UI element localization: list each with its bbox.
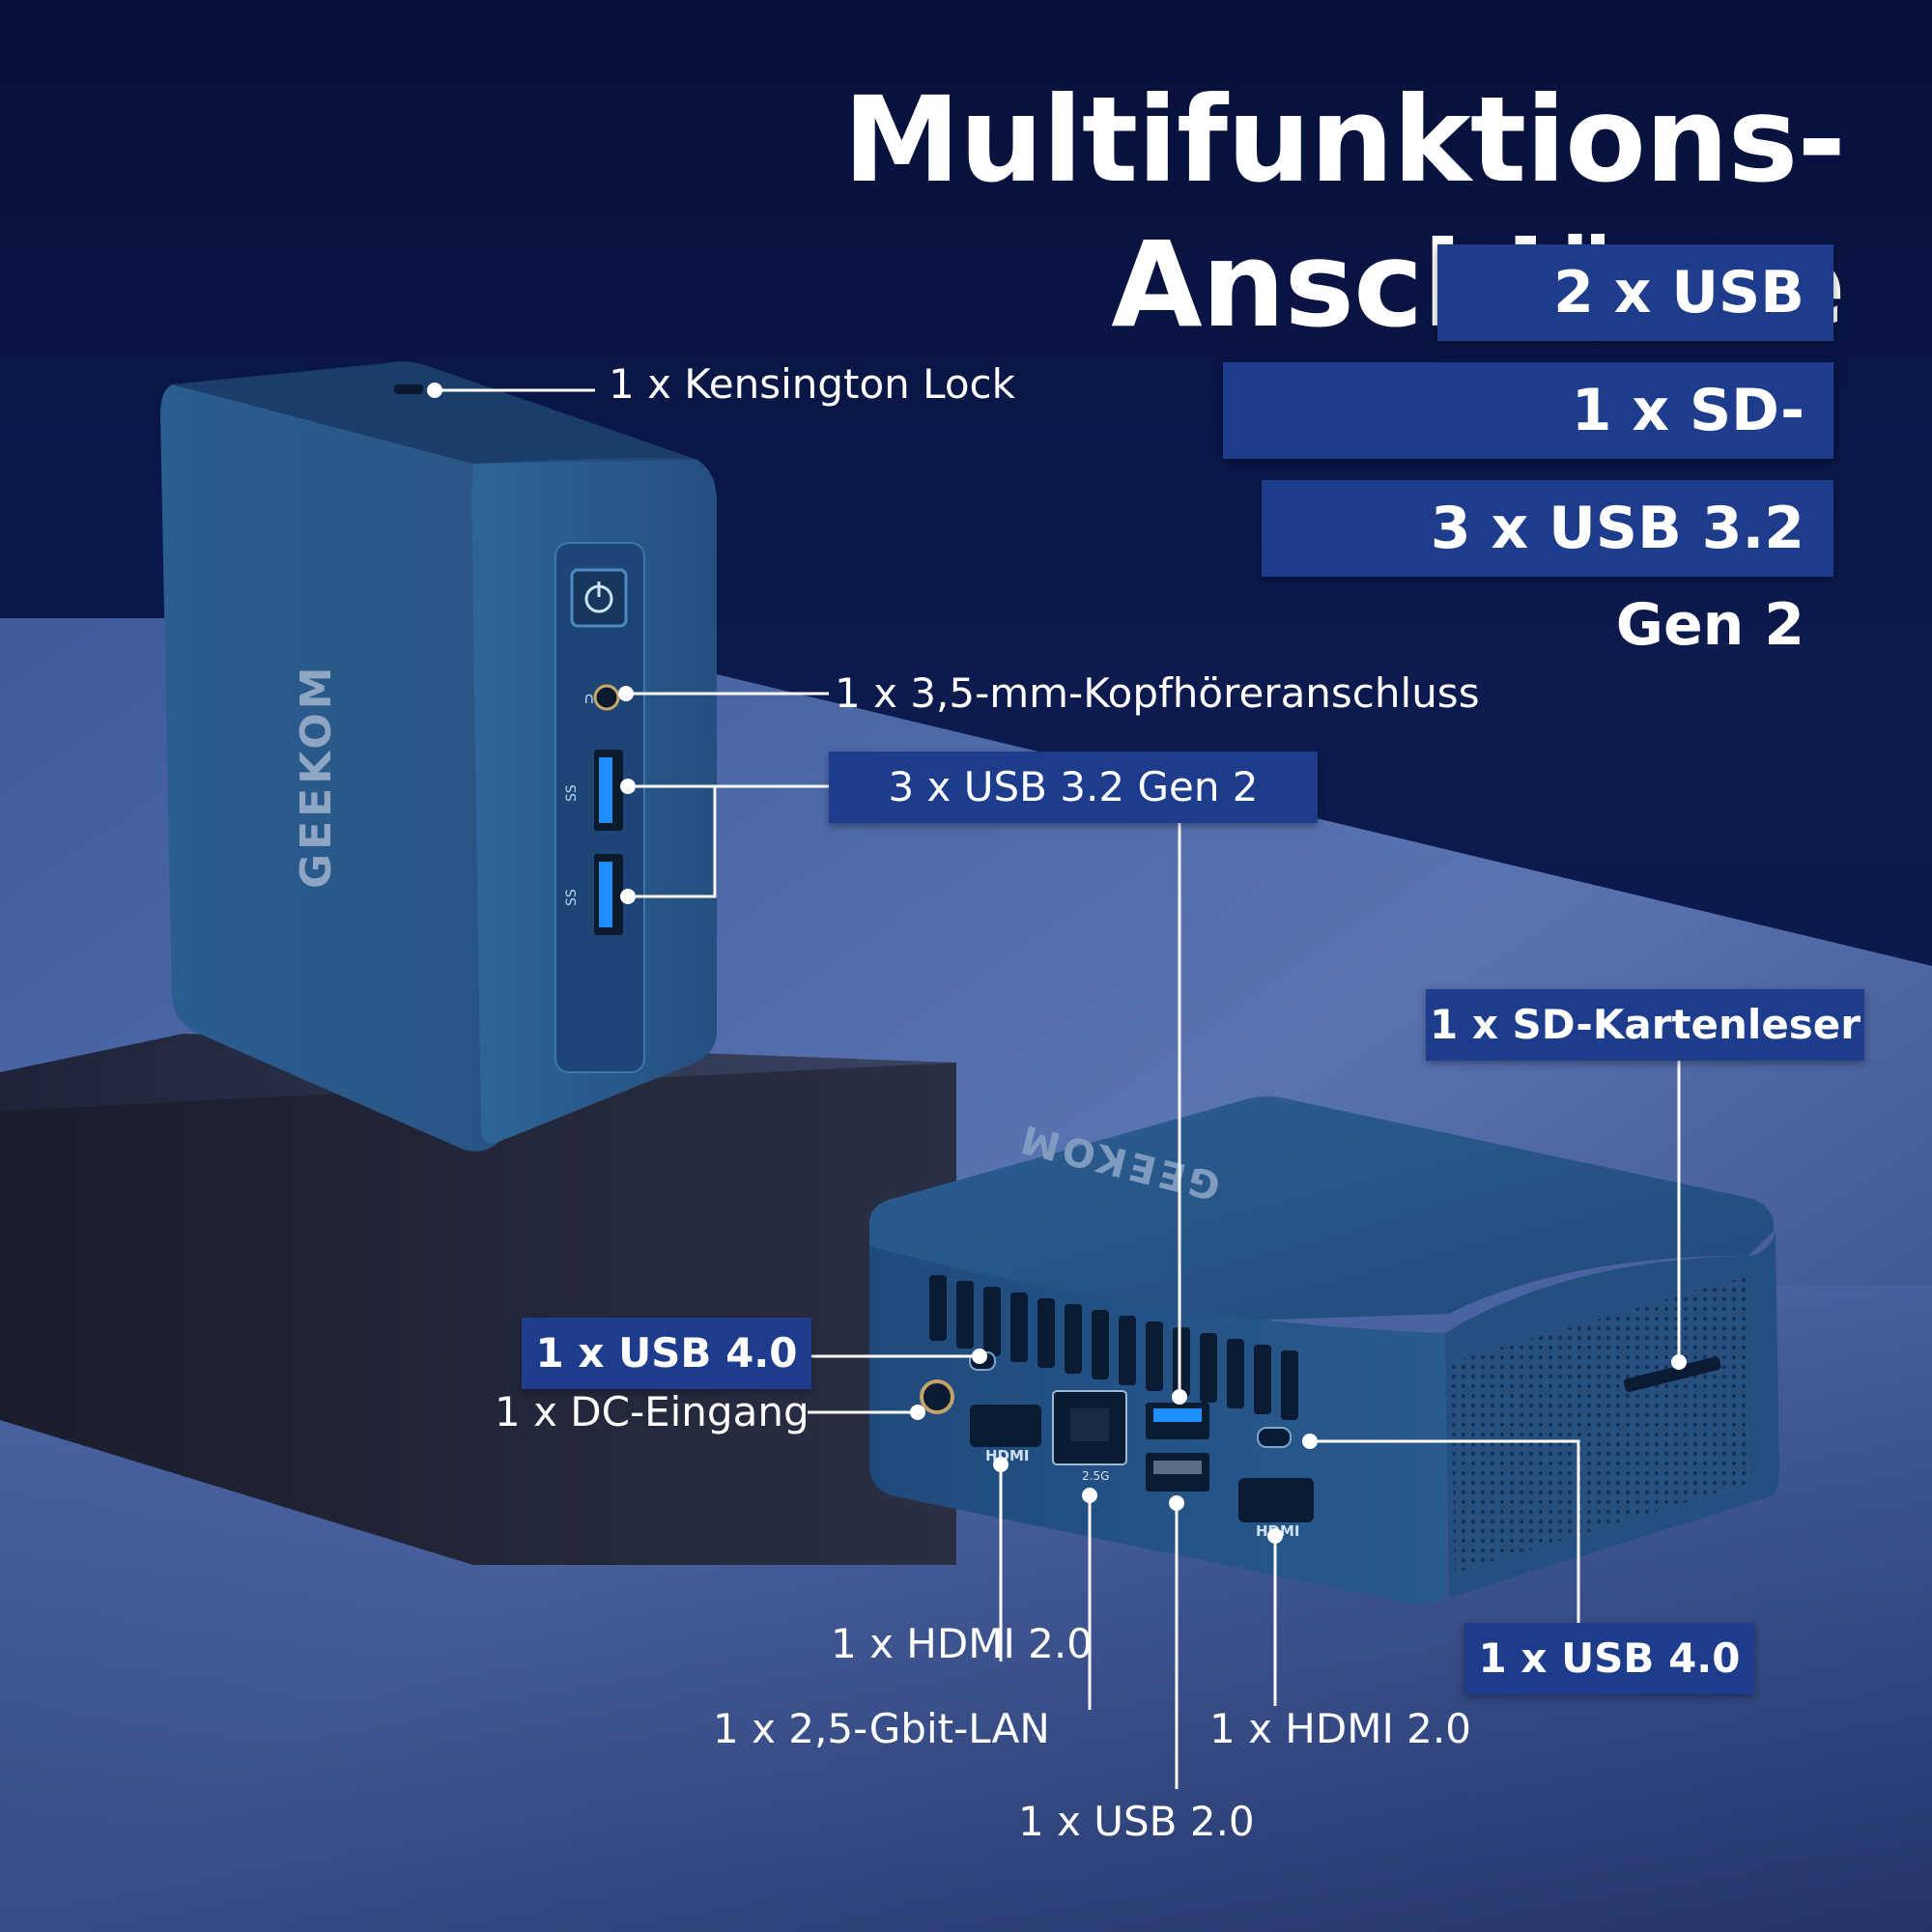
badge-usb4: 2 x USB 4.0 [1437, 244, 1833, 423]
vertical-mini-pc: ∩ SS SS GEEKOM [160, 361, 717, 1151]
kensington-slot [394, 384, 423, 394]
sd-card-slot [1623, 1356, 1721, 1393]
tag-usb4-left: 1 x USB 4.0 [522, 1318, 811, 1389]
superspeed-mark-1: SS [564, 784, 580, 802]
label-hdmi-right: 1 x HDMI 2.0 [1209, 1705, 1471, 1752]
tag-usb32: 3 x USB 3.2 Gen 2 [829, 752, 1318, 823]
power-button [570, 568, 628, 628]
horizontal-mini-pc: HDMI 2.5G HDMI GEEKOM [868, 1096, 1779, 1605]
callout-lines [435, 388, 1681, 1789]
label-dc-in: 1 x DC-Eingang [495, 1388, 810, 1435]
superspeed-mark-2: SS [564, 889, 580, 906]
hdmi-port-left [970, 1405, 1041, 1447]
lan-speed-mark: 2.5G [1082, 1469, 1109, 1483]
badge-sd-reader: 1 x SD-Kartenleser [1223, 362, 1833, 541]
pedestal-front [0, 1063, 956, 1565]
label-kensington-lock: 1 x Kensington Lock [609, 360, 1015, 408]
label-headphone-jack: 1 x 3,5-mm-Kopfhöreranschluss [835, 669, 1480, 717]
tag-sd-reader: 1 x SD-Kartenleser [1426, 989, 1864, 1061]
badge-usb32: 3 x USB 3.2 Gen 2 [1262, 480, 1833, 659]
callout-dots [427, 383, 1687, 1544]
label-hdmi-left: 1 x HDMI 2.0 [831, 1620, 1093, 1667]
dc-in-port [920, 1379, 954, 1414]
usb-c-port-right [1257, 1427, 1292, 1448]
headphone-jack [593, 684, 620, 711]
hdmi-port-right [1238, 1478, 1314, 1522]
tag-usb4-right: 1 x USB 4.0 [1464, 1623, 1754, 1694]
headphone-icon: ∩ [583, 689, 595, 707]
label-usb20: 1 x USB 2.0 [1018, 1798, 1255, 1845]
brand-logo-vertical: GEEKOM [292, 663, 341, 889]
label-lan: 1 x 2,5-Gbit-LAN [713, 1705, 1050, 1752]
